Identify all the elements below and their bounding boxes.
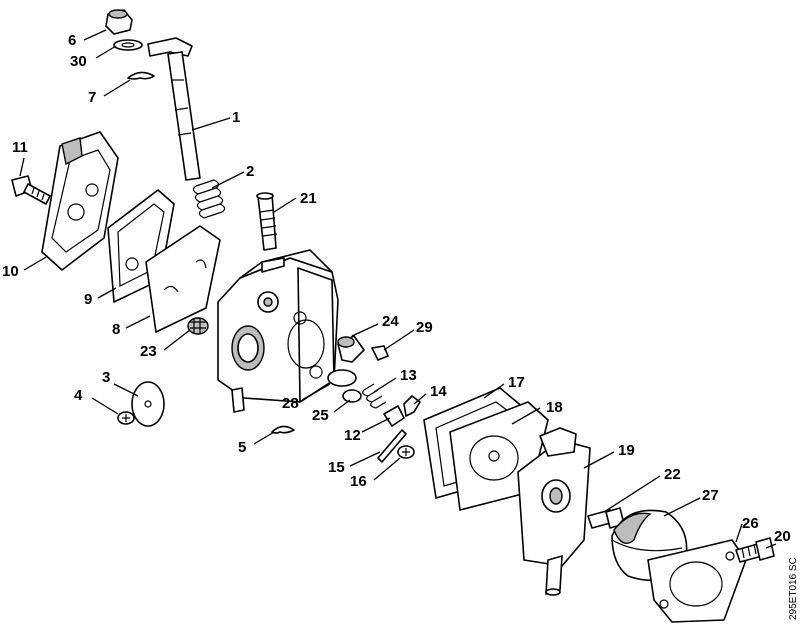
part-26-retainer	[647, 539, 747, 623]
callout-28: 28	[282, 395, 299, 412]
callout-13: 13	[400, 367, 417, 384]
callout-14: 14	[430, 383, 447, 400]
callout-25: 25	[312, 407, 329, 424]
callout-24: 24	[382, 313, 399, 330]
part-2-spring	[192, 179, 226, 219]
part-16-screw	[397, 445, 415, 459]
callout-11: 11	[12, 139, 28, 156]
part-23-screen	[187, 317, 209, 335]
callout-7: 7	[88, 89, 96, 106]
part-30-washer	[113, 39, 143, 51]
part-1-shaft-lever	[147, 37, 201, 181]
callout-8: 8	[112, 321, 120, 338]
part-24-cap	[337, 335, 365, 363]
callout-4: 4	[74, 387, 83, 404]
part-29-plug	[371, 345, 389, 361]
callout-1: 1	[232, 109, 240, 126]
callout-22: 22	[664, 466, 681, 483]
leader-lines	[19, 29, 777, 549]
part-12-needle	[383, 405, 405, 427]
callout-21: 21	[300, 190, 317, 207]
callout-9: 9	[84, 291, 92, 308]
part-6-cap	[105, 9, 133, 35]
callout-2: 2	[246, 163, 254, 180]
part-21-adjust-screw	[256, 192, 278, 251]
callout-10: 10	[2, 263, 19, 280]
part-28-ring	[327, 369, 357, 387]
part-8-diaphragm	[145, 225, 221, 333]
callout-17: 17	[508, 374, 525, 391]
part-10-cover	[41, 131, 119, 271]
part-3-plate	[131, 381, 165, 427]
callout-3: 3	[102, 369, 110, 386]
reference-code: 295ET016 SC	[788, 557, 799, 620]
part-4-screw	[117, 411, 135, 425]
part-19-cover	[517, 427, 591, 596]
callout-30: 30	[70, 53, 87, 70]
callout-5: 5	[238, 439, 246, 456]
callout-15: 15	[328, 459, 345, 476]
callout-12: 12	[344, 427, 361, 444]
callout-16: 16	[350, 473, 367, 490]
part-15-pin	[377, 429, 407, 463]
carburetor-body	[217, 249, 339, 413]
part-5-clip	[271, 425, 295, 434]
callout-26: 26	[742, 515, 759, 532]
callout-labels: 6 30 7 1 2 21 11 10 9 8 23 24 29 13 14 2…	[2, 32, 791, 545]
part-20-screw	[735, 537, 775, 563]
part-7-clip	[127, 71, 155, 80]
callout-29: 29	[416, 319, 433, 336]
callout-19: 19	[618, 442, 635, 459]
callout-27: 27	[702, 487, 719, 504]
callout-18: 18	[546, 399, 563, 416]
part-25-seal	[342, 389, 362, 403]
callout-23: 23	[140, 343, 157, 360]
part-13-spring	[362, 383, 387, 409]
part-14-lever	[403, 395, 421, 417]
callout-6: 6	[68, 32, 76, 49]
callout-20: 20	[774, 528, 791, 545]
part-11-screw	[11, 175, 51, 205]
